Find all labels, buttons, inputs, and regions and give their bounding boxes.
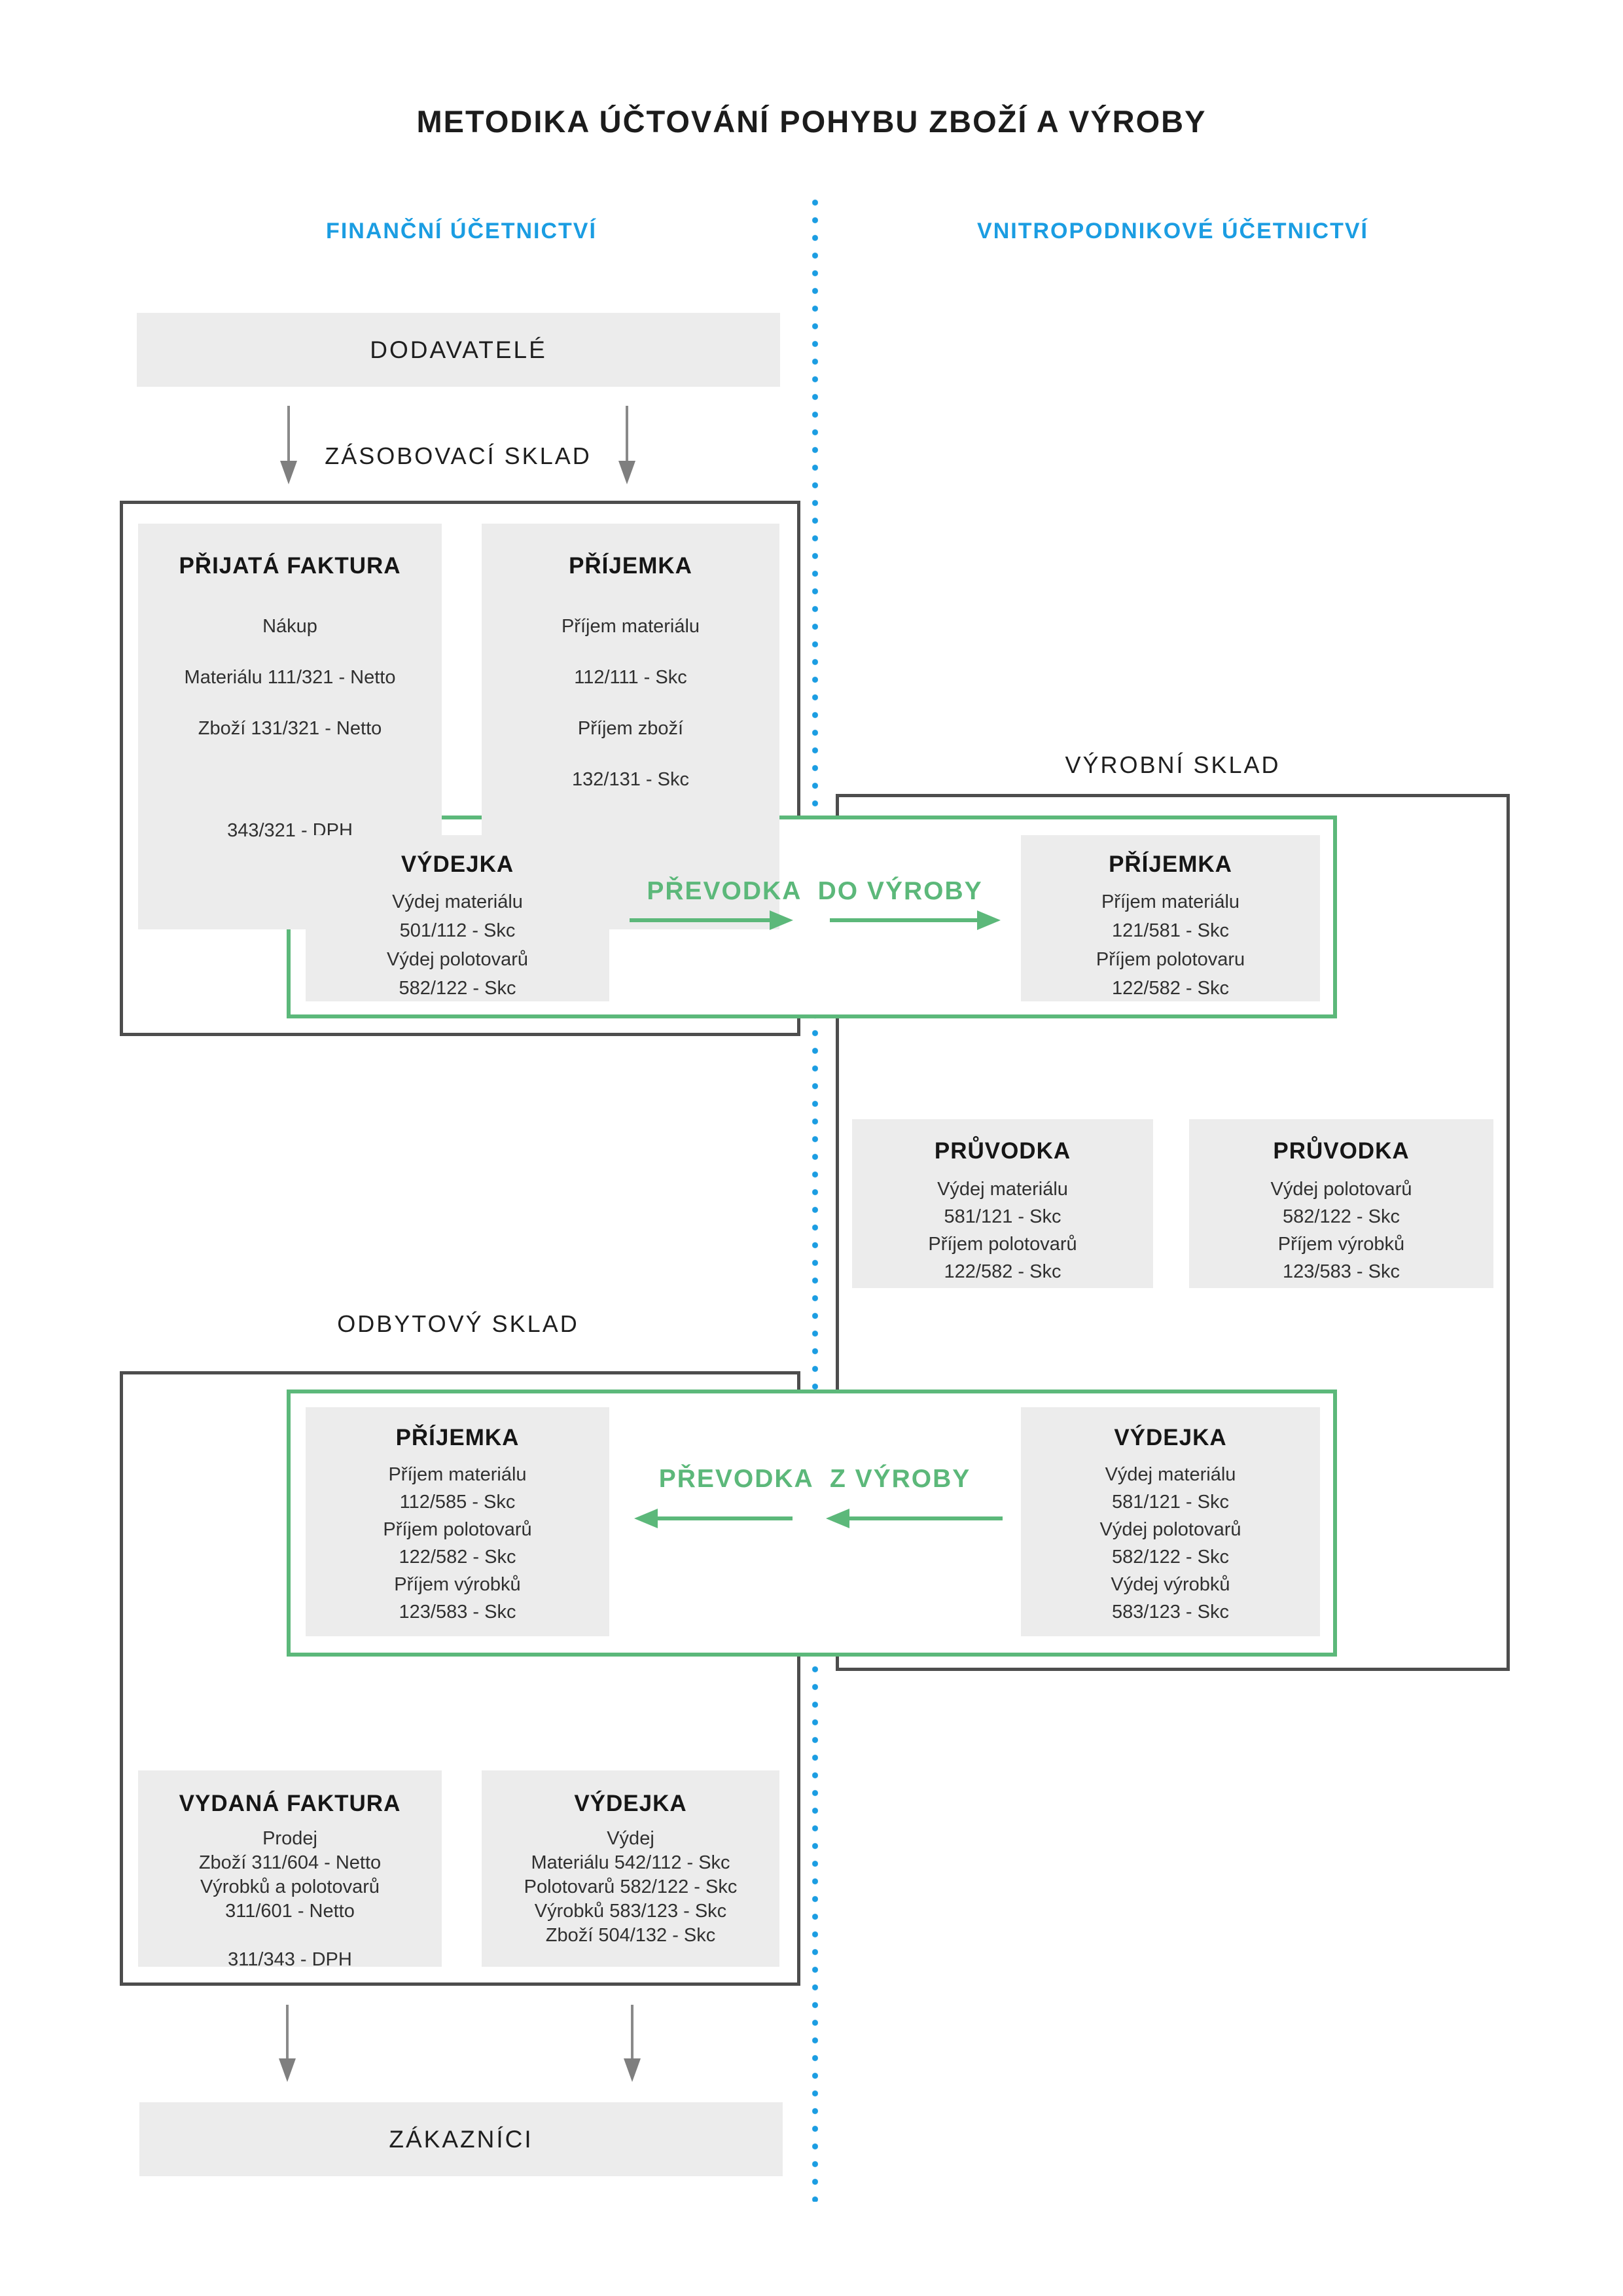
card-line: 311/343 - DPH: [228, 1949, 352, 1970]
card-line: Výrobků 583/123 - Skc: [534, 1901, 727, 1922]
card-title: PŘÍJEMKA: [569, 553, 692, 579]
node-dodavatele-label: DODAVATELÉ: [370, 336, 547, 363]
card-line: 122/582 - Skc: [1112, 978, 1229, 999]
card-title: VYDANÁ FAKTURA: [179, 1791, 401, 1816]
card-line: Zboží 504/132 - Skc: [545, 1925, 716, 1946]
card-line: 123/583 - Skc: [1283, 1261, 1400, 1282]
card-vydejka-zakaznici: VÝDEJKA Výdej Materiálu 542/112 - Skc Po…: [482, 1770, 779, 1967]
arrow-down-dodavatele-right: [626, 406, 628, 461]
card-line: 311/601 - Netto: [225, 1901, 355, 1922]
node-dodavatele: DODAVATELÉ: [137, 313, 780, 387]
card-line: Příjem materiálu: [1101, 891, 1240, 912]
card-line: Výdej výrobků: [1111, 1574, 1230, 1595]
page-title: METODIKA ÚČTOVÁNÍ POHYBU ZBOŽÍ A VÝROBY: [416, 104, 1207, 139]
card-line: Výrobků a polotovarů: [200, 1876, 380, 1897]
card-line: Zboží 311/604 - Netto: [198, 1852, 382, 1873]
arrow-right-prevodka-2: [830, 910, 1001, 930]
card-line: 121/581 - Skc: [1112, 920, 1229, 941]
label-zasobovaci-sklad: ZÁSOBOVACÍ SKLAD: [325, 442, 592, 469]
card-pruvodka-leva: PRŮVODKA Výdej materiálu 581/121 - Skc P…: [852, 1119, 1153, 1288]
label-prevodka-z-vyroby: PŘEVODKA Z VÝROBY: [658, 1465, 971, 1493]
card-prijemka-zasobovaci: PŘÍJEMKA Příjem materiálu 112/111 - Skc …: [482, 524, 779, 929]
card-line: 122/582 - Skc: [944, 1261, 1061, 1282]
card-line: 122/582 - Skc: [399, 1547, 516, 1568]
card-line: 112/111 - Skc: [574, 667, 687, 688]
arrow-down-zakaznici-right: [631, 2005, 633, 2058]
card-vydana-faktura: VYDANÁ FAKTURA Prodej Zboží 311/604 - Ne…: [138, 1770, 442, 1970]
card-vydejka-do-vyroby: VÝDEJKA Výdej materiálu 501/112 - Skc Vý…: [306, 835, 609, 1001]
card-line: Příjem polotovarů: [928, 1234, 1077, 1255]
node-zakaznici: ZÁKAZNÍCI: [139, 2102, 783, 2176]
card-line: Příjem výrobků: [1277, 1234, 1405, 1255]
card-line: Nákup: [262, 616, 317, 637]
card-title: PŘÍJEMKA: [1109, 852, 1232, 877]
arrow-right-prevodka-1: [630, 910, 793, 930]
card-title: VÝDEJKA: [401, 852, 514, 877]
card-line: Příjem zboží: [577, 718, 684, 739]
card-title: PŘIJATÁ FAKTURA: [179, 553, 401, 579]
card-line: Výdej polotovarů: [1270, 1179, 1412, 1200]
card-title: VÝDEJKA: [574, 1791, 687, 1816]
label-prevodka-do-vyroby: PŘEVODKA DO VÝROBY: [647, 877, 983, 905]
card-line: Prodej: [262, 1828, 317, 1849]
card-line: 582/122 - Skc: [1112, 1547, 1229, 1568]
card-line: 501/112 - Skc: [399, 920, 516, 941]
card-line: Výdej materiálu: [392, 891, 523, 912]
card-line: Příjem polotovaru: [1096, 949, 1245, 970]
card-line: Příjem materiálu: [561, 616, 700, 637]
card-line: Výdej: [607, 1828, 654, 1849]
column-header-financni: FINANČNÍ ÚČETNICTVÍ: [326, 219, 597, 243]
card-title: PŘÍJEMKA: [395, 1425, 520, 1450]
node-zakaznici-label: ZÁKAZNÍCI: [389, 2125, 533, 2153]
card-vydejka-z-vyroby: VÝDEJKA Výdej materiálu 581/121 - Skc Vý…: [1021, 1407, 1320, 1636]
card-line: [138, 1924, 442, 1948]
card-pruvodka-prava: PRŮVODKA Výdej polotovarů 582/122 - Skc …: [1189, 1119, 1493, 1288]
card-title: PRŮVODKA: [1273, 1138, 1410, 1164]
card-line: 581/121 - Skc: [1112, 1492, 1229, 1513]
dotted-divider-line: [812, 194, 818, 2202]
card-line: 581/121 - Skc: [944, 1206, 1061, 1227]
card-line: Příjem materiálu: [388, 1464, 527, 1485]
card-line: Materiálu 111/321 - Netto: [184, 667, 396, 688]
column-header-vnitropodnikove: VNITROPODNIKOVÉ ÚČETNICTVÍ: [977, 219, 1368, 243]
card-line: Příjem výrobků: [394, 1574, 521, 1595]
card-line: 123/583 - Skc: [399, 1602, 516, 1623]
card-line: [138, 754, 442, 805]
card-line: Výdej materiálu: [937, 1179, 1068, 1200]
card-title: PRŮVODKA: [934, 1138, 1071, 1164]
card-line: 582/122 - Skc: [399, 978, 516, 999]
arrow-left-prevodka-1: [634, 1509, 793, 1528]
arrow-left-prevodka-2: [826, 1509, 1003, 1528]
card-line: 132/131 - Skc: [572, 769, 689, 790]
arrow-down-dodavatele-left: [287, 406, 290, 461]
card-line: 582/122 - Skc: [1283, 1206, 1400, 1227]
label-vyrobni-sklad: VÝROBNÍ SKLAD: [1065, 751, 1281, 778]
arrow-down-zakaznici-left: [286, 2005, 289, 2058]
card-prijemka-odbytovy: PŘÍJEMKA Příjem materiálu 112/585 - Skc …: [306, 1407, 609, 1636]
card-line: 583/123 - Skc: [1112, 1602, 1229, 1623]
card-prijemka-vyrobni: PŘÍJEMKA Příjem materiálu 121/581 - Skc …: [1021, 835, 1320, 1001]
card-line: Materiálu 542/112 - Skc: [531, 1852, 730, 1873]
card-title: VÝDEJKA: [1114, 1425, 1227, 1450]
card-line: Příjem polotovarů: [383, 1519, 532, 1540]
card-line: Výdej polotovarů: [1099, 1519, 1241, 1540]
card-line: Výdej polotovarů: [386, 949, 529, 970]
card-line: Polotovarů 582/122 - Skc: [524, 1876, 738, 1897]
card-line: 112/585 - Skc: [399, 1492, 516, 1513]
label-odbytovy-sklad: ODBYTOVÝ SKLAD: [337, 1310, 579, 1337]
card-line: Výdej materiálu: [1105, 1464, 1236, 1485]
card-line: Zboží 131/321 - Netto: [198, 718, 382, 739]
